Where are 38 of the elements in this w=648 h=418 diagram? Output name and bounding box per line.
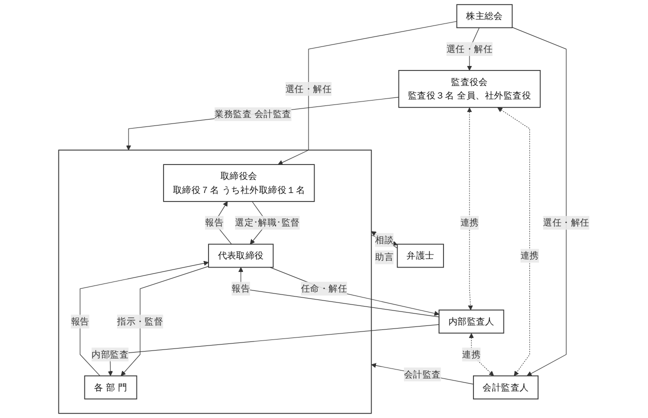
edge-label: 連携 — [460, 217, 479, 228]
node-box: 弁護士 — [396, 244, 444, 268]
edge-label: 報告 — [205, 217, 224, 228]
node-box: 取締役会 取締役７名 うち社外取締役１名 — [163, 164, 315, 202]
edge-label: 相談 — [375, 234, 394, 246]
node-box: 内部監査人 — [438, 310, 504, 334]
arrow — [80, 260, 209, 376]
node-box: 代表取締役 — [208, 244, 274, 268]
edge-label: 連携 — [462, 348, 481, 360]
edge-label: 指示・監督 — [117, 316, 164, 327]
edge-label: 任命・解任 — [300, 282, 348, 294]
node-box: 各 部 門 — [84, 375, 138, 400]
arrow — [120, 266, 209, 376]
edge-label: 報告 — [70, 316, 90, 327]
edge-label: 内部監査 — [92, 348, 129, 360]
edge-label: 会計監査 — [404, 368, 441, 380]
edge-label: 連携 — [520, 250, 539, 261]
arrow — [512, 27, 567, 376]
arrow — [468, 333, 494, 376]
node-box: 監査役会 監査役３名 全員、社外監査役 — [398, 70, 541, 108]
arrow — [108, 324, 440, 376]
arrow — [270, 267, 440, 316]
arrow — [466, 107, 473, 310]
arrow — [126, 96, 400, 150]
arrow — [497, 107, 530, 376]
node-box: 会計監査人 — [473, 375, 539, 400]
edge-label: 選任・解任 — [446, 43, 493, 54]
edge-label: 助言 — [375, 252, 394, 263]
cluster — [58, 150, 372, 414]
edge-label: 報告 — [232, 282, 250, 294]
arrow — [371, 363, 474, 384]
edge-label: 選任・解任 — [285, 83, 332, 94]
edge-label: 選任・解任 — [543, 217, 590, 228]
arrow — [238, 267, 440, 318]
node-box: 株主総会 — [456, 4, 513, 28]
edge-label: 選定･解職･監督 — [235, 217, 300, 228]
arrow — [278, 21, 458, 165]
edge-label: 業務監査 会計監査 — [214, 108, 292, 120]
